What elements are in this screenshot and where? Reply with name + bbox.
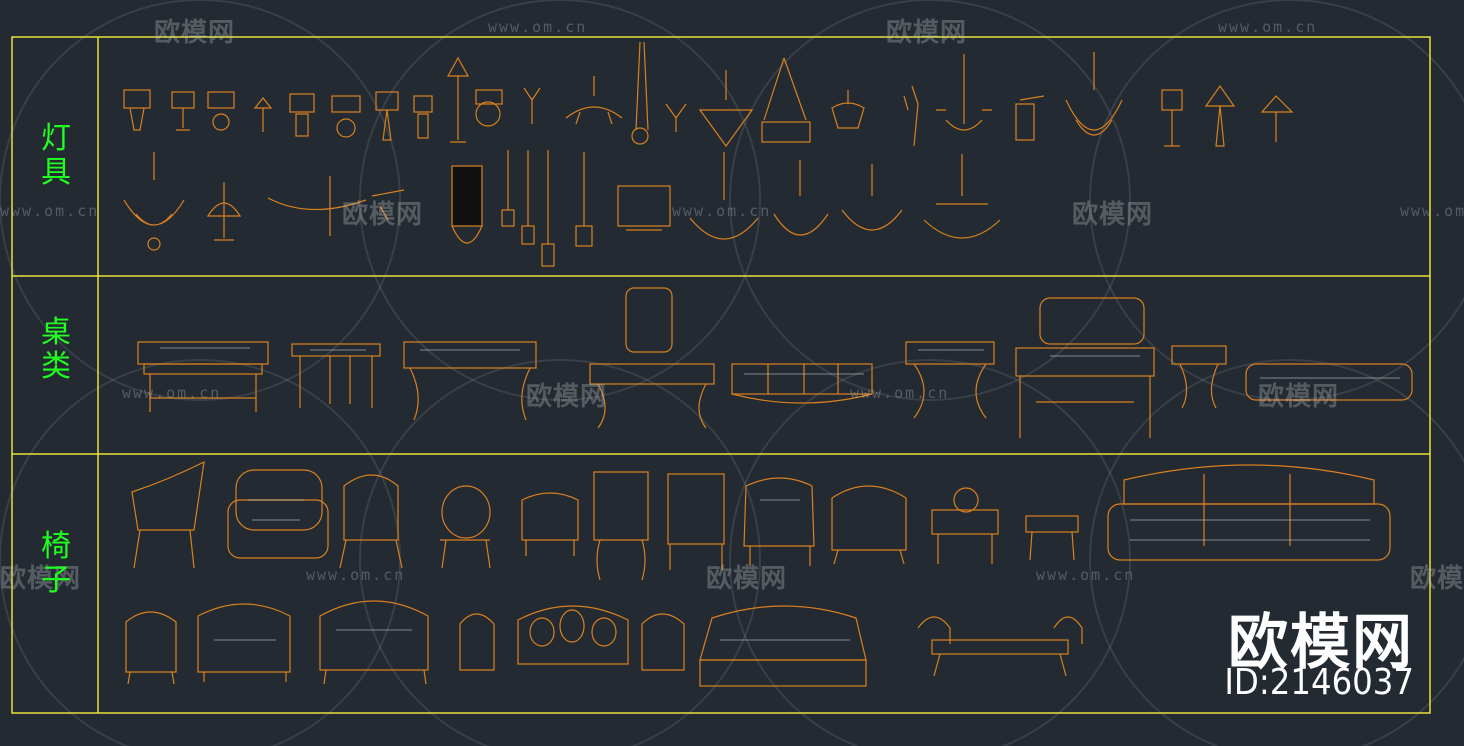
watermark-url: www.om.cn — [1218, 18, 1318, 36]
crystal-pendant-icon — [451, 165, 483, 244]
lantern-icon — [1015, 95, 1045, 141]
watermark-url: www.om.cn — [672, 202, 772, 220]
watermark-url: www.om.cn — [488, 18, 588, 36]
armchair-icon — [831, 485, 907, 565]
table-lamp-icon — [123, 89, 151, 131]
clock-icon — [475, 89, 503, 127]
tv-cabinet-icon — [731, 363, 873, 404]
watermark-url: www.om.cn — [0, 202, 100, 220]
wall-sconce-icon — [665, 103, 687, 132]
side-table-icon — [1171, 345, 1227, 409]
wall-sconce-icon — [903, 85, 919, 147]
chandelier-icon — [689, 152, 759, 240]
watermark-logo: 欧模网 — [526, 382, 608, 412]
watermark-url: www.om.cn — [306, 566, 406, 584]
dining-chair-icon — [667, 473, 725, 570]
console-table-icon — [137, 341, 269, 412]
watermark-logo: 欧模网 — [886, 18, 968, 48]
armchair-icon — [131, 460, 205, 569]
tv-cabinet-icon — [1245, 363, 1413, 401]
chandelier-icon — [936, 54, 992, 131]
watermark-logo: 欧模网 — [342, 200, 424, 230]
table-lamp-icon — [171, 91, 195, 131]
sofa-icon — [1107, 464, 1391, 561]
wall-sconce-icon — [267, 176, 367, 236]
wall-sconce-icon — [371, 189, 405, 221]
desk-icon — [403, 341, 537, 421]
side-chair-icon — [521, 492, 579, 556]
sofa-chair-icon — [227, 469, 329, 559]
floor-lamp-icon — [446, 56, 470, 143]
chandelier-icon — [698, 70, 754, 148]
brand-name: 欧模网 — [1228, 608, 1414, 678]
chandelier-icon — [123, 152, 185, 251]
wingback-chair-icon — [743, 477, 815, 566]
watermark-logo: 欧模网 — [0, 564, 82, 594]
watermark-logo: 欧模网 — [1258, 382, 1340, 412]
table-lamp-icon — [1161, 89, 1183, 147]
wall-sconce-icon — [831, 90, 865, 129]
table-lamp-icon — [413, 95, 433, 139]
table-lamp-icon — [1204, 84, 1236, 147]
loveseat-icon — [517, 605, 629, 665]
side-chair-icon — [440, 485, 491, 569]
armchair-icon — [125, 611, 177, 685]
chandelier-icon — [923, 154, 1001, 239]
vanity-desk-icon — [1015, 297, 1155, 438]
daybed-icon — [917, 616, 1083, 677]
pendant-lamp-icon — [631, 41, 649, 145]
lighting-row-2 — [123, 150, 1001, 267]
chandelier-icon — [773, 160, 829, 236]
wall-sconce-icon — [617, 185, 671, 231]
chairs-row-1 — [131, 460, 1391, 581]
pendant-lamp-icon — [501, 150, 555, 267]
watermark-url: www.om.cn — [850, 384, 950, 402]
chandelier-icon — [565, 76, 623, 125]
dressing-table-icon — [589, 287, 715, 429]
watermark-logo: 欧模网 — [154, 18, 236, 48]
wall-sconce-icon — [523, 87, 541, 124]
category-label-lighting: 灯具 — [41, 121, 71, 190]
side-table-icon — [291, 343, 381, 408]
vanity-stool-icon — [931, 487, 999, 564]
table-lamp-icon — [331, 95, 361, 138]
lighting-row-1 — [123, 41, 1294, 148]
table-lamp-icon — [375, 91, 399, 141]
chandelier-icon — [761, 57, 811, 143]
armchair-icon — [641, 613, 685, 671]
brand-id: ID:2146037 — [1224, 662, 1414, 703]
watermark-url: www.om.cn — [122, 384, 222, 402]
watermark-logo: 欧模网 — [1410, 564, 1464, 594]
watermark-url: www.om.cn — [1400, 202, 1464, 220]
loveseat-icon — [319, 600, 429, 685]
drawing-details — [160, 347, 1400, 641]
high-back-chair-icon — [593, 471, 649, 581]
side-table-icon — [905, 341, 995, 419]
category-label-tables: 桌类 — [41, 315, 71, 384]
sofa-icon — [699, 605, 867, 687]
watermark-logo: 欧模网 — [706, 564, 788, 594]
table-lamp-icon — [1260, 95, 1294, 142]
table-lamp-icon — [206, 182, 242, 241]
chairs-row-2 — [125, 600, 1083, 687]
frame — [11, 36, 1431, 714]
watermark-logo: 欧模网 — [1072, 200, 1154, 230]
chandelier-icon — [841, 164, 903, 231]
tables-row — [137, 287, 1413, 438]
category-label-chairs: 椅子 — [41, 529, 71, 598]
pendant-lamp-icon — [575, 152, 593, 247]
chandelier-icon — [1065, 52, 1123, 136]
table-lamp-icon — [289, 93, 315, 137]
armchair-icon — [459, 613, 495, 671]
ottoman-icon — [1025, 515, 1079, 561]
table-lamp-icon — [207, 91, 235, 131]
table-lamp-icon — [253, 97, 273, 132]
sofa-chair-icon — [197, 603, 291, 682]
armchair-icon — [339, 474, 403, 569]
watermark-url: www.om.cn — [1036, 566, 1136, 584]
